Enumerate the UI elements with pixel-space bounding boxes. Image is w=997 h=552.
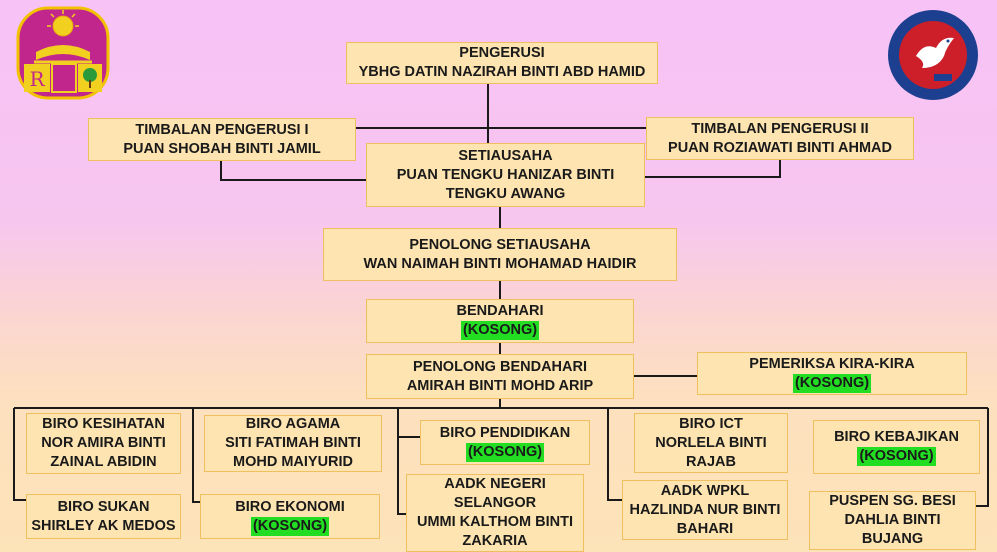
auditor-title: PEMERIKSA KIRA-KIRA xyxy=(749,355,915,372)
asst-secretary-box: PENOLONG SETIAUSAHA WAN NAIMAH BINTI MOH… xyxy=(323,228,677,281)
bureau-title: BIRO KEBAJIKAN xyxy=(834,429,959,445)
bureau-box-agama: BIRO AGAMA SITI FATIMAH BINTI MOHD MAIYU… xyxy=(204,415,382,472)
left-logo: R xyxy=(14,4,112,102)
bureau-name-line1: SHIRLEY AK MEDOS xyxy=(31,517,176,534)
bureau-title: PUSPEN SG. BESI xyxy=(829,493,956,509)
bureau-box-kesihatan: BIRO KESIHATAN NOR AMIRA BINTI ZAINAL AB… xyxy=(26,413,181,474)
svg-text:R: R xyxy=(29,67,45,91)
bureau-name-line1: SELANGOR xyxy=(453,495,537,511)
auditor-vacant-tag: (KOSONG) xyxy=(792,373,872,393)
bureau-box-kebajikan: BIRO KEBAJIKAN (KOSONG) xyxy=(813,420,980,474)
bureau-title: BIRO EKONOMI xyxy=(235,498,345,515)
vice-chair-2-box: TIMBALAN PENGERUSI II PUAN ROZIAWATI BIN… xyxy=(646,117,914,160)
vice-chair-1-title: TIMBALAN PENGERUSI I xyxy=(135,121,309,138)
vice-chair-1-box: TIMBALAN PENGERUSI I PUAN SHOBAH BINTI J… xyxy=(88,118,356,161)
bureau-box-ict: BIRO ICT NORLELA BINTI RAJAB xyxy=(634,413,788,473)
bureau-vacant-tag: (KOSONG) xyxy=(465,442,545,462)
bureau-title: AADK NEGERI xyxy=(444,476,546,492)
chair-name: YBHG DATIN NAZIRAH BINTI ABD HAMID xyxy=(358,64,646,80)
chair-title: PENGERUSI xyxy=(459,45,545,61)
treasurer-title: BENDAHARI xyxy=(456,303,544,319)
secretary-box: SETIAUSAHA PUAN TENGKU HANIZAR BINTI TEN… xyxy=(366,143,645,207)
bureau-title: BIRO ICT xyxy=(679,415,743,432)
bureau-title: AADK WPKL xyxy=(660,482,750,499)
bureau-box-aadk-wpkl: AADK WPKL HAZLINDA NUR BINTI BAHARI xyxy=(622,480,788,540)
bureau-name-line1: NORLELA BINTI xyxy=(655,434,767,451)
bureau-title: BIRO AGAMA xyxy=(245,416,341,432)
vice-chair-2-name: PUAN ROZIAWATI BINTI AHMAD xyxy=(668,139,892,156)
bureau-name-line1: SITI FATIMAH BINTI xyxy=(225,435,361,451)
chair-box: PENGERUSI YBHG DATIN NAZIRAH BINTI ABD H… xyxy=(346,42,658,84)
bureau-box-sukan: BIRO SUKAN SHIRLEY AK MEDOS xyxy=(26,494,181,539)
bureau-name-line2: BUJANG xyxy=(861,531,924,547)
bureau-title: BIRO KESIHATAN xyxy=(42,416,165,432)
auditor-box: PEMERIKSA KIRA-KIRA (KOSONG) xyxy=(697,352,967,395)
asst-treasurer-box: PENOLONG BENDAHARI AMIRAH BINTI MOHD ARI… xyxy=(366,354,634,399)
vice-chair-1-name: PUAN SHOBAH BINTI JAMIL xyxy=(123,140,321,157)
bureau-name-line1: DAHLIA BINTI xyxy=(844,512,941,528)
bureau-vacant-tag: (KOSONG) xyxy=(857,447,936,466)
bureau-name-line2: ZAINAL ABIDIN xyxy=(50,454,157,470)
bureau-box-pendidikan: BIRO PENDIDIKAN (KOSONG) xyxy=(420,420,590,465)
asst-secretary-title: PENOLONG SETIAUSAHA xyxy=(409,236,591,253)
secretary-name-line1: PUAN TENGKU HANIZAR BINTI xyxy=(396,166,615,183)
bureau-box-ekonomi: BIRO EKONOMI (KOSONG) xyxy=(200,494,380,539)
aadk-dove-seal-icon xyxy=(888,10,978,100)
bureau-name-line2: MOHD MAIYURID xyxy=(232,454,354,470)
bureau-box-aadk-selangor: AADK NEGERI SELANGOR UMMI KALTHOM BINTI … xyxy=(406,474,584,552)
bureau-title: BIRO SUKAN xyxy=(57,498,150,515)
asst-treasurer-name: AMIRAH BINTI MOHD ARIP xyxy=(406,377,594,394)
secretary-title: SETIAUSAHA xyxy=(458,147,553,164)
bureau-title: BIRO PENDIDIKAN xyxy=(439,424,571,441)
bureau-name-line2: BAHARI xyxy=(676,520,734,537)
asst-treasurer-title: PENOLONG BENDAHARI xyxy=(412,358,587,375)
bureau-name-line1: HAZLINDA NUR BINTI xyxy=(629,501,781,518)
bureau-name-line2: UMMI KALTHOM BINTI xyxy=(417,514,573,530)
secretary-name-line2: TENGKU AWANG xyxy=(445,185,566,202)
bureau-name-line2: RAJAB xyxy=(686,453,736,470)
organization-emblem-icon: R xyxy=(16,6,110,100)
asst-secretary-name: WAN NAIMAH BINTI MOHAMAD HAIDIR xyxy=(363,255,637,272)
treasurer-box: BENDAHARI (KOSONG) xyxy=(366,299,634,343)
bureau-name-line3: ZAKARIA xyxy=(462,533,528,549)
bureau-box-puspen: PUSPEN SG. BESI DAHLIA BINTI BUJANG xyxy=(809,491,976,550)
vice-chair-2-title: TIMBALAN PENGERUSI II xyxy=(691,120,869,137)
right-logo xyxy=(886,8,980,102)
treasurer-vacant-tag: (KOSONG) xyxy=(460,321,540,340)
bureau-name-line1: NOR AMIRA BINTI xyxy=(41,435,166,451)
bureau-vacant-tag: (KOSONG) xyxy=(250,516,330,536)
